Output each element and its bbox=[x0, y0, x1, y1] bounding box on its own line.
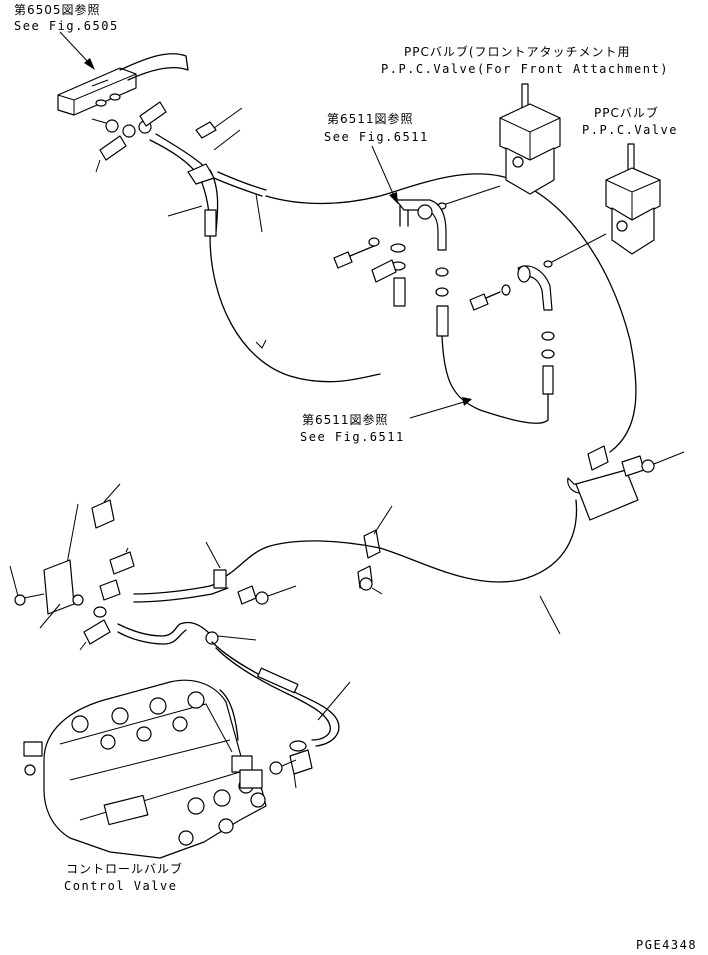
page-code: PGE4348 bbox=[636, 938, 697, 952]
ref-6511-mid-jp-label: 第6511図参照 bbox=[302, 412, 389, 427]
control-valve-jp-label: コントロールバルブ bbox=[66, 861, 183, 876]
ref-6511-top-en-label: See Fig.6511 bbox=[324, 130, 429, 144]
ppc-valve-front bbox=[437, 83, 561, 210]
ppc-front-jp-label: PPCバルブ(フロントアタッチメント用 bbox=[404, 44, 631, 59]
ppc-en-label: P.P.C.Valve bbox=[582, 123, 678, 137]
lower-left-hose-group bbox=[9, 483, 351, 789]
manifold-fittings bbox=[91, 101, 167, 173]
ref-6505-en-label: See Fig.6505 bbox=[14, 19, 119, 33]
ref-6511-top-jp-label: 第6511図参照 bbox=[327, 111, 414, 126]
ppc-jp-label: PPCバルブ bbox=[594, 105, 659, 120]
ref-6505-arrow bbox=[59, 31, 95, 70]
ppc-valve-right bbox=[543, 143, 661, 268]
control-valve bbox=[23, 679, 297, 859]
ref-6505-jp-label: 第6505図参照 bbox=[14, 2, 101, 17]
control-valve-en-label: Control Valve bbox=[64, 879, 177, 893]
ref-6511-mid-en-label: See Fig.6511 bbox=[300, 430, 405, 444]
manifold-block bbox=[57, 53, 189, 116]
center-fitting-group bbox=[333, 199, 555, 424]
hose-assembly-top-left bbox=[149, 107, 267, 237]
middle-clamp-group bbox=[225, 505, 393, 595]
ref-6511-top-arrow bbox=[371, 145, 398, 204]
ref-6511-mid-arrow bbox=[409, 397, 472, 419]
ppc-front-en-label: P.P.C.Valve(For Front Attachment) bbox=[381, 62, 669, 76]
right-clamp-group bbox=[379, 445, 685, 635]
